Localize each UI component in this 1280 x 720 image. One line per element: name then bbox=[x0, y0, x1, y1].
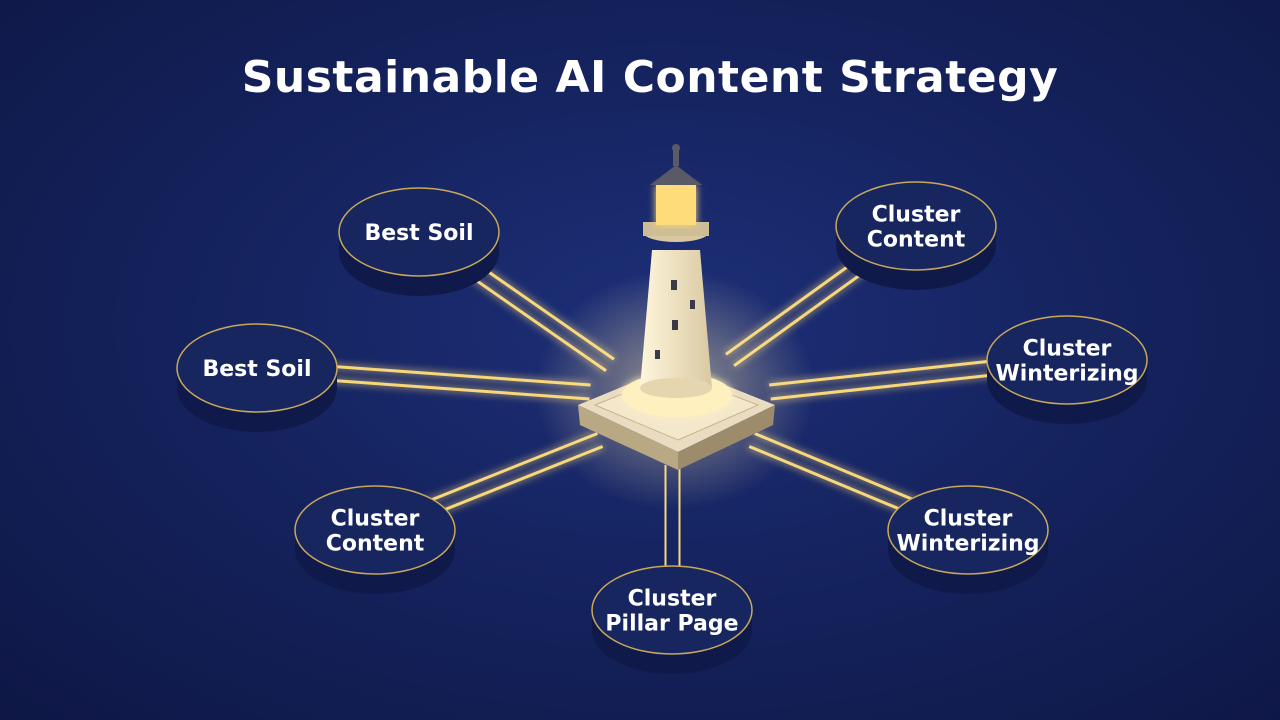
node-label: Cluster bbox=[628, 587, 717, 612]
node-label: Best Soil bbox=[364, 221, 473, 246]
node-label: Winterizing bbox=[995, 362, 1138, 387]
page-title: Sustainable AI Content Strategy bbox=[241, 52, 1059, 103]
node-face bbox=[591, 565, 753, 655]
node-label: Cluster bbox=[924, 507, 1013, 532]
node-label: Pillar Page bbox=[605, 612, 738, 637]
node-label: Cluster bbox=[872, 203, 961, 228]
node-face bbox=[176, 323, 338, 413]
node-face bbox=[986, 315, 1148, 405]
node-label: Content bbox=[326, 532, 425, 557]
node-face bbox=[887, 485, 1049, 575]
node-face bbox=[294, 485, 456, 575]
node-label: Cluster bbox=[1023, 337, 1112, 362]
node-face bbox=[835, 181, 997, 271]
node-label: Best Soil bbox=[202, 357, 311, 382]
node-label: Winterizing bbox=[896, 532, 1039, 557]
lighthouse-icon bbox=[535, 144, 815, 510]
node-face bbox=[338, 187, 500, 277]
node-1[interactable]: Best Soil bbox=[338, 187, 500, 296]
node-2[interactable]: Best Soil bbox=[176, 323, 338, 432]
node-label: Cluster bbox=[331, 507, 420, 532]
node-label: Content bbox=[867, 228, 966, 253]
